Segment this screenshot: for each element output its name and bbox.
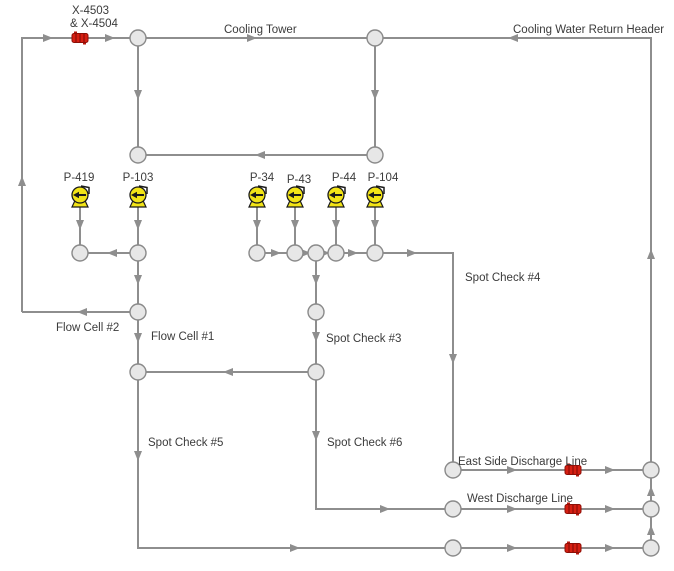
label-flow-cell-1: Flow Cell #1 (151, 331, 214, 343)
label-spot-check-3: Spot Check #3 (326, 333, 401, 345)
label-cooling-tower: Cooling Tower (224, 24, 297, 36)
flow-arrow-right (605, 466, 615, 474)
device-x4503-icon[interactable] (71, 30, 89, 46)
flow-arrow-down (291, 220, 299, 230)
flow-arrows (18, 34, 655, 552)
pipe-lines (21, 37, 652, 549)
flow-arrow-right (507, 505, 517, 513)
pump-p104-icon[interactable] (366, 185, 385, 208)
pumps (71, 185, 385, 208)
flow-arrow-down (134, 275, 142, 285)
label-flow-cell-2: Flow Cell #2 (56, 322, 119, 334)
label-spot-check-5: Spot Check #5 (148, 437, 223, 449)
pump-p419-icon[interactable] (71, 185, 90, 208)
junction-node[interactable] (642, 461, 660, 479)
label-pump-p34: P-34 (250, 172, 275, 184)
inline-devices (71, 30, 582, 556)
flow-arrow-down (134, 220, 142, 230)
flow-arrow-right (43, 34, 53, 42)
label-west-discharge-line: West Discharge Line (467, 493, 573, 505)
flow-arrow-down (312, 332, 320, 342)
flow-arrow-up (647, 486, 655, 496)
label-east-side-discharge-line: East Side Discharge Line (458, 456, 587, 468)
junction-node[interactable] (366, 244, 384, 262)
junction-node[interactable] (366, 29, 384, 47)
flow-arrow-down (134, 451, 142, 461)
flow-arrow-right (605, 505, 615, 513)
junction-node[interactable] (248, 244, 266, 262)
flow-arrow-left (223, 368, 233, 376)
junction-nodes (71, 29, 660, 557)
flow-arrow-down (134, 333, 142, 343)
label-pump-p419: P-419 (64, 172, 95, 184)
flow-arrow-down (134, 90, 142, 100)
pump-p43-icon[interactable] (286, 185, 305, 208)
junction-node[interactable] (129, 303, 147, 321)
junction-node[interactable] (71, 244, 89, 262)
flow-arrow-right (507, 544, 517, 552)
flow-arrow-down (371, 220, 379, 230)
junction-node[interactable] (129, 29, 147, 47)
label-pump-p44: P-44 (332, 172, 357, 184)
pump-p44-icon[interactable] (327, 185, 346, 208)
pump-p34-icon[interactable] (248, 185, 267, 208)
flow-arrow-right (271, 249, 281, 257)
junction-node[interactable] (286, 244, 304, 262)
junction-node[interactable] (642, 539, 660, 557)
device-bottom-discharge-icon[interactable] (564, 540, 582, 556)
flow-arrow-right (105, 34, 115, 42)
label-pump-p103: P-103 (123, 172, 154, 184)
label-spot-check-6: Spot Check #6 (327, 437, 402, 449)
label-cooling-water-return-header: Cooling Water Return Header (513, 24, 664, 36)
junction-node[interactable] (642, 500, 660, 518)
label-x4503-line1: X-4503 (72, 5, 109, 17)
junction-node[interactable] (307, 303, 325, 321)
junction-node[interactable] (129, 146, 147, 164)
label-pump-p43: P-43 (287, 174, 311, 186)
flow-arrow-left (77, 308, 87, 316)
junction-node[interactable] (307, 244, 325, 262)
flow-arrow-down (371, 90, 379, 100)
junction-node[interactable] (444, 539, 462, 557)
flow-arrow-left (255, 151, 265, 159)
flow-arrow-left (107, 249, 117, 257)
flow-arrow-down (312, 275, 320, 285)
labels: X-4503 & X-4504 Cooling Tower Cooling Wa… (56, 5, 664, 505)
flow-arrow-right (348, 249, 358, 257)
flow-arrow-up (647, 249, 655, 259)
flow-arrow-right (605, 544, 615, 552)
flow-arrow-down (332, 220, 340, 230)
pump-p103-icon[interactable] (129, 185, 148, 208)
label-pump-p104: P-104 (368, 172, 399, 184)
junction-node[interactable] (129, 363, 147, 381)
junction-node[interactable] (444, 500, 462, 518)
junction-node[interactable] (366, 146, 384, 164)
flow-arrow-right (380, 505, 390, 513)
junction-node[interactable] (307, 363, 325, 381)
flow-arrow-up (647, 525, 655, 535)
flow-arrow-down (449, 354, 457, 364)
pipe-network (21, 37, 652, 549)
label-x4503-line2: & X-4504 (70, 18, 119, 30)
flow-arrow-down (76, 220, 84, 230)
flow-arrow-right (407, 249, 417, 257)
junction-node[interactable] (327, 244, 345, 262)
junction-node[interactable] (129, 244, 147, 262)
flow-arrow-down (312, 431, 320, 441)
label-spot-check-4: Spot Check #4 (465, 272, 541, 284)
flow-arrow-right (290, 544, 300, 552)
flow-arrow-up (18, 176, 26, 186)
flow-arrow-down (253, 220, 261, 230)
